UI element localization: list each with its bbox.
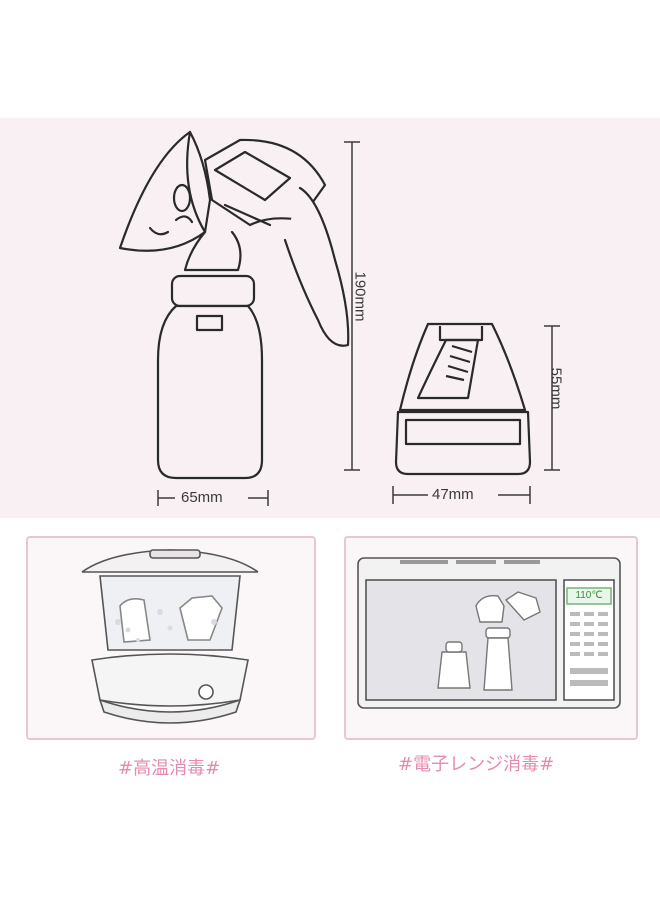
base-width-label: 47mm bbox=[432, 486, 474, 503]
microwave-display: 110℃ bbox=[575, 590, 603, 601]
steam-caption: #高温消毒# bbox=[118, 758, 221, 779]
microwave-caption: #電子レンジ消毒# bbox=[398, 754, 555, 775]
breast-pump-illustration bbox=[118, 130, 560, 506]
pump-width-label: 65mm bbox=[181, 489, 223, 506]
